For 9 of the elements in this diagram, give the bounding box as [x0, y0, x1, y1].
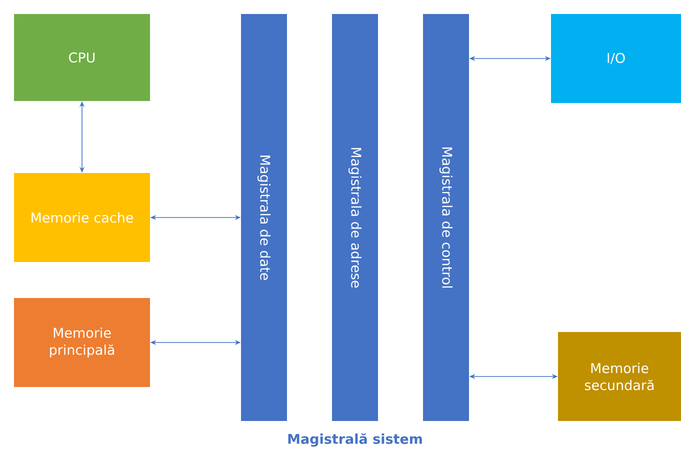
bus-bar: Magistrala de date	[241, 14, 287, 421]
memory-box: Memorie principală	[14, 298, 150, 387]
io-box: I/O	[551, 14, 681, 103]
memory-box: Memorie secundară	[558, 332, 681, 421]
process-box: CPU	[14, 14, 150, 101]
bus-caption: Magistrală sistem	[288, 433, 422, 447]
bus-bar: Magistrala de control	[423, 14, 469, 421]
bus-bar: Magistrala de adrese	[332, 14, 378, 421]
memory-box: Memorie cache	[14, 173, 150, 262]
